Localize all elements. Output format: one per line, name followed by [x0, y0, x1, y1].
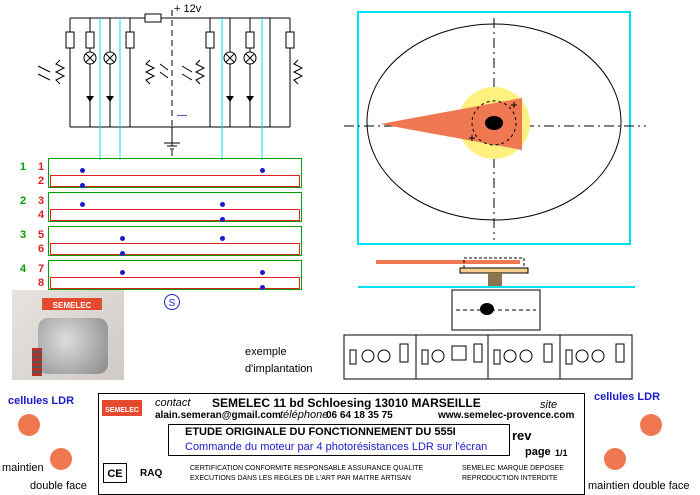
cert-line-1: CERTIFICATION CONFORMITE RESPONSABLE ASS…: [190, 465, 424, 472]
state-dot: [120, 236, 125, 241]
minus-label: —: [177, 110, 187, 121]
step-a: 3: [38, 195, 45, 207]
cells-ldr-right: cellules LDR: [594, 391, 661, 403]
study-subtitle: Commande du moteur par 4 photorésistance…: [185, 441, 488, 453]
s-label: S: [168, 298, 176, 309]
group-number: 3: [20, 229, 27, 241]
step-b: 8: [38, 277, 45, 289]
site-label: site: [540, 399, 558, 411]
circuit-schematic: [37, 10, 304, 160]
page-label: page: [525, 446, 551, 458]
maintien-label: maintien: [2, 462, 44, 474]
motor-drawing: [343, 11, 646, 380]
state-dot: [80, 183, 85, 188]
state-dot: [220, 236, 225, 241]
implant-line2: d'implantation: [245, 363, 313, 375]
state-dot: [80, 202, 85, 207]
motor-photo: SEMELEC: [12, 290, 124, 380]
ldr-cell-left: [18, 414, 40, 436]
hold-cell-right: [604, 448, 626, 470]
group-number: 2: [20, 195, 27, 207]
step-a: 1: [38, 161, 45, 173]
step-b: 4: [38, 209, 45, 221]
photo-logo: SEMELEC: [42, 298, 102, 310]
rev-label: rev: [512, 428, 532, 443]
contact-label: contact: [155, 397, 191, 409]
state-dot: [260, 285, 265, 290]
brand-line-1: SEMELEC MARQUE DEPOSEE: [462, 465, 564, 472]
step-a: 5: [38, 229, 45, 241]
green-box: [48, 192, 302, 222]
group-number: 1: [20, 161, 27, 173]
state-dot: [220, 217, 225, 222]
raq-label: RAQ: [140, 468, 163, 479]
supply-label: + 12v: [174, 3, 202, 15]
motor-wires: [32, 348, 42, 376]
maintien-double-face-label: maintien double face: [588, 480, 690, 492]
motor-body: [38, 318, 108, 374]
state-dot: [260, 168, 265, 173]
step-b: 2: [38, 175, 45, 187]
state-dot: [120, 251, 125, 256]
s-symbol: S: [164, 294, 180, 310]
phone-label: téléphone: [280, 409, 329, 421]
state-dot: [220, 202, 225, 207]
cert-line-2: EXECUTIONS DANS LES REGLES DE L'ART PAR …: [190, 475, 411, 482]
page-value: 1/1: [555, 448, 568, 458]
double-face-label: double face: [30, 480, 87, 492]
green-box: [48, 158, 302, 188]
ldr-cell-right: [640, 414, 662, 436]
green-box: [48, 260, 302, 290]
red-box: [50, 209, 300, 221]
state-dot: [80, 168, 85, 173]
study-title: ETUDE ORIGINALE DU FONCTIONNEMENT DU 555…: [185, 426, 456, 438]
green-box: [48, 226, 302, 256]
step-a: 7: [38, 263, 45, 275]
step-b: 6: [38, 243, 45, 255]
red-box: [50, 277, 300, 289]
company-line: SEMELEC 11 bd Schloesing 13010 MARSEILLE: [212, 396, 481, 410]
state-dot: [120, 270, 125, 275]
ce-mark: CE: [103, 463, 127, 483]
email-line: alain.semeran@gmail.com: [155, 410, 281, 421]
website-line: www.semelec-provence.com: [438, 410, 575, 421]
cells-ldr-left: cellules LDR: [8, 395, 75, 407]
group-number: 4: [20, 263, 27, 275]
phone-number: 06 64 18 35 75: [326, 410, 393, 421]
state-dot: [260, 270, 265, 275]
implant-line1: exemple: [245, 346, 287, 358]
red-box: [50, 243, 300, 255]
brand-line-2: REPRODUCTION INTERDITE: [462, 475, 558, 482]
hold-cell-left: [50, 448, 72, 470]
red-box: [50, 175, 300, 187]
title-logo: SEMELEC: [102, 400, 142, 416]
title-frame: [168, 424, 510, 456]
